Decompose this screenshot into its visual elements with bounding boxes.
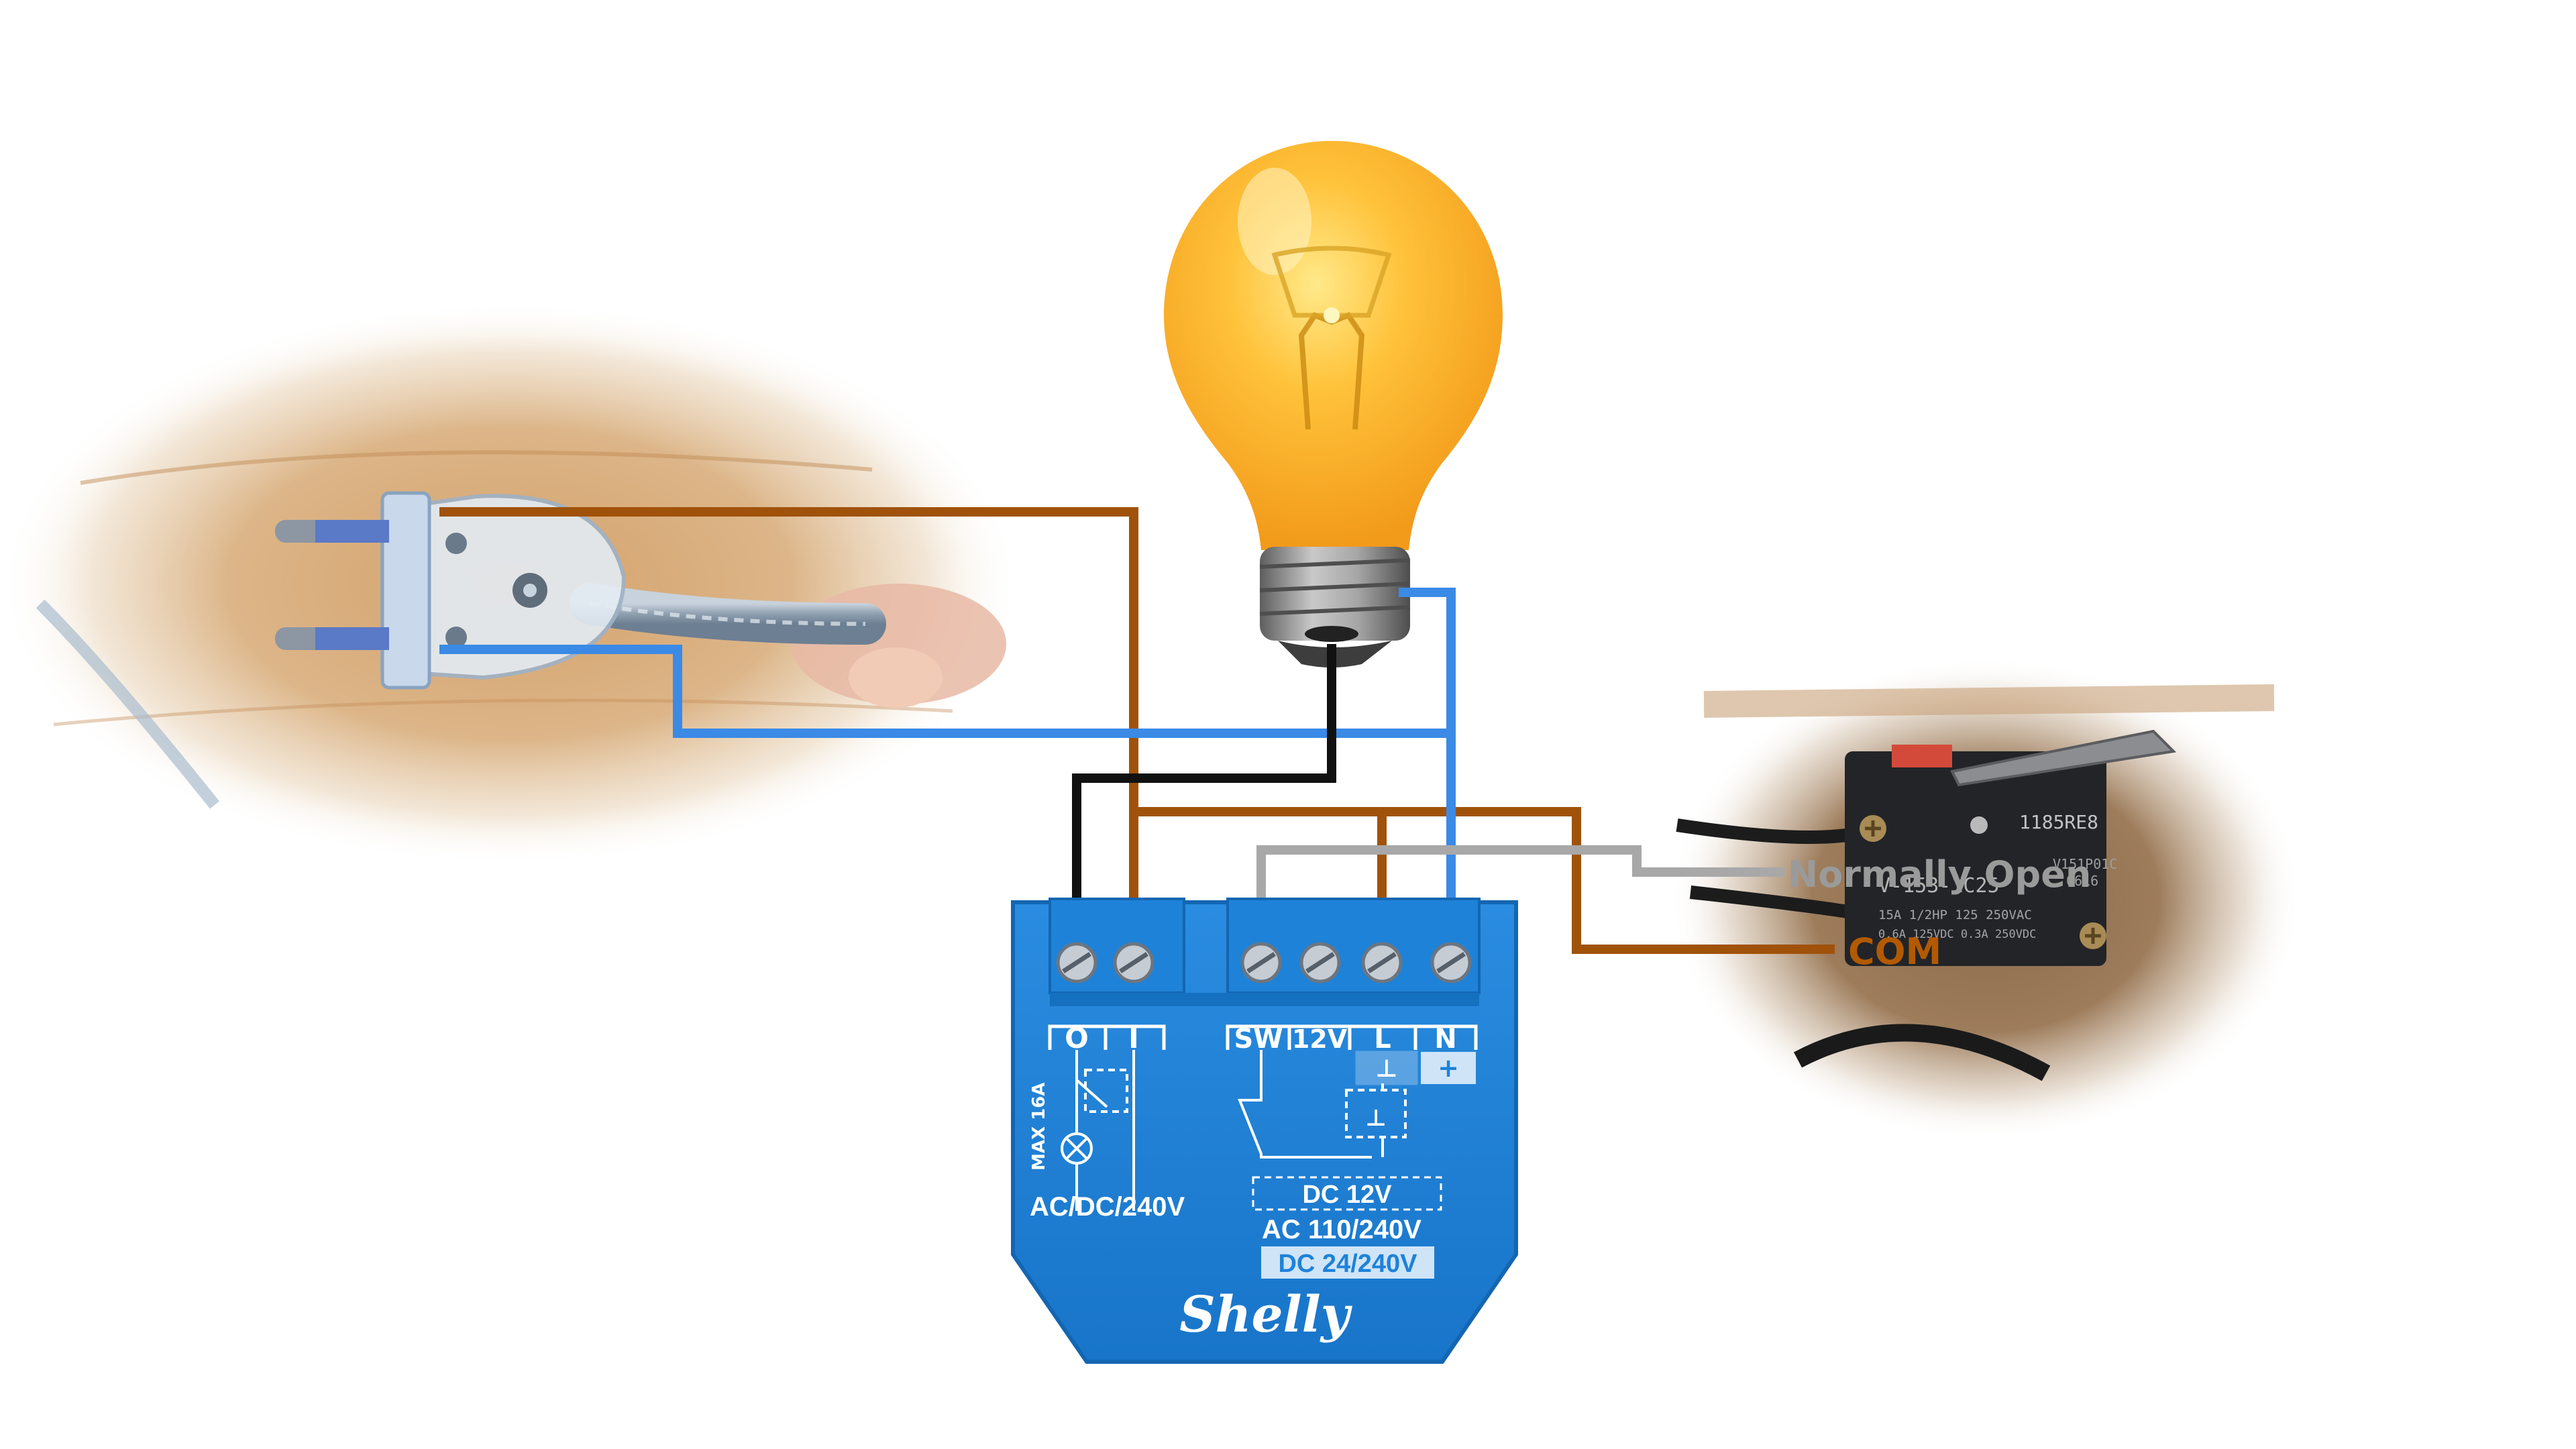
shelly-brand-logo: Shelly — [1179, 1286, 1353, 1344]
switch-serial-text: V151P01C — [2053, 856, 2117, 872]
dc-range-text: DC 24/240V — [1278, 1250, 1417, 1278]
switch-code-text: V-153-1C25 — [1878, 874, 2000, 898]
terminal-label-12v: 12V — [1292, 1024, 1348, 1054]
terminal-screw-o — [1056, 942, 1097, 983]
terminal-label-n: N — [1434, 1024, 1456, 1055]
switch-batch-text: 0616 — [2066, 873, 2098, 889]
terminal-screw-sw — [1240, 942, 1282, 983]
switched-wire-bulb-to-o — [1072, 644, 1336, 959]
l-ground-symbol: ⊥ — [1376, 1055, 1398, 1083]
light-bulb-icon — [1164, 141, 1503, 667]
l-ground-symbol-inner: ⊥ — [1365, 1105, 1386, 1132]
live-wire-to-com — [1382, 807, 1835, 954]
terminal-screw-i — [1113, 942, 1155, 983]
switch-model-text: 1185RE8 — [2019, 811, 2098, 833]
terminal-label-i: I — [1128, 1022, 1139, 1055]
shelly-module: O I SW 12V L N ⊥ + MAX 16A AC/DC/240V — [1011, 898, 1518, 1364]
neutral-wire-bulb-to-n — [1399, 588, 1456, 959]
relay-contact-icon — [1075, 1050, 1135, 1211]
neutral-wire-plug — [439, 645, 1451, 738]
terminal-label-o: O — [1065, 1022, 1089, 1055]
switch-input-schematic — [1238, 1050, 1407, 1159]
n-plus-symbol: + — [1438, 1053, 1459, 1083]
micro-switch-icon: 1185RE8 V151P01C 0616 V-153-1C25 15A 1/2… — [1845, 729, 2177, 966]
ac-range-text: AC 110/240V — [1262, 1215, 1421, 1244]
switch-rating1-text: 15A 1/2HP 125 250VAC — [1878, 908, 2032, 922]
plug-photo — [0, 302, 1020, 865]
switch-rating2-text: 0.6A 125VDC 0.3A 250VDC — [1878, 928, 2036, 941]
dc-12v-text: DC 12V — [1302, 1181, 1392, 1209]
com-label: COM — [1848, 930, 1941, 973]
terminal-screw-l — [1361, 942, 1403, 983]
terminal-screw-n — [1430, 942, 1472, 983]
microswitch-photo: 1185RE8 V151P01C 0616 V-153-1C25 15A 1/2… — [1670, 657, 2301, 1140]
terminal-label-sw: SW — [1234, 1024, 1283, 1055]
left-voltage-text: AC/DC/240V — [1030, 1192, 1185, 1222]
normally-open-label: Normally Open — [1788, 853, 2091, 896]
sense-wire-sw-to-no — [1256, 845, 1784, 959]
terminal-label-l: L — [1374, 1024, 1391, 1055]
lamp-symbol-icon — [1061, 1132, 1093, 1165]
max-rating-text: MAX 16A — [1029, 1083, 1049, 1171]
terminal-screw-12v — [1299, 942, 1341, 983]
power-plug-icon — [275, 491, 627, 690]
